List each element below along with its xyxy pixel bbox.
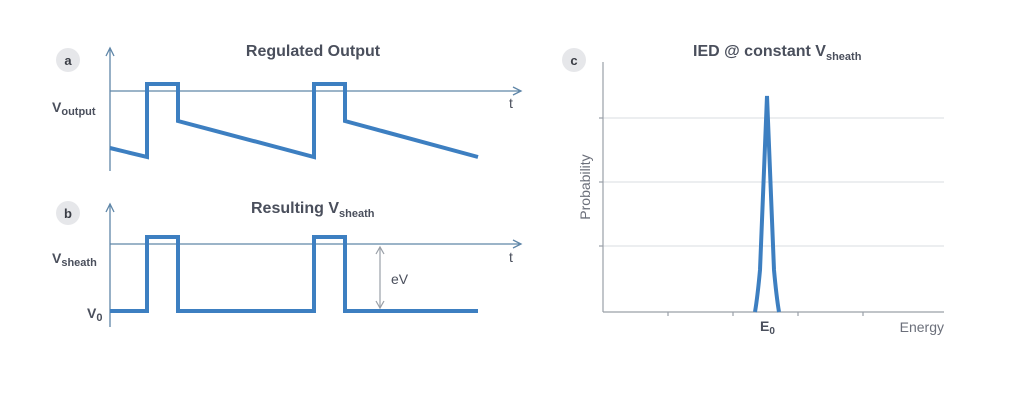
panel-c-y-label: Probability <box>577 154 593 219</box>
panel-a-y-axis-arrow <box>105 46 115 57</box>
panel-a-x-label: t <box>509 95 513 111</box>
panel-a: a Regulated Output t Voutput <box>52 43 523 171</box>
panel-c-energy-distribution-peak <box>753 95 781 313</box>
panel-b-ev-arrow-top <box>375 245 385 255</box>
panel-c-badge-label: c <box>570 53 577 68</box>
panel-b-y-axis-arrow <box>105 202 115 213</box>
panel-b-title-main: Resulting V <box>251 200 339 217</box>
panel-b-ev-arrow-bottom <box>375 300 385 310</box>
panel-a-badge-label: a <box>64 53 72 68</box>
panel-c-peak-label: E0 <box>760 318 775 337</box>
panel-b: b Resulting Vsheath t Vsheath V0 eV <box>52 200 523 327</box>
panel-b-title-sub: sheath <box>339 208 375 220</box>
panel-a-title: Regulated Output <box>246 43 381 60</box>
panel-c-x-label: Energy <box>900 319 944 335</box>
panel-b-badge <box>56 201 80 225</box>
panel-c-peak-label-sub: 0 <box>769 326 775 337</box>
panel-b-y-label-bottom: V0 <box>87 305 102 324</box>
panel-b-y-label-top-sub: sheath <box>61 257 97 269</box>
panel-b-sheath-voltage-waveform <box>110 235 478 313</box>
panel-b-y-label-top: Vsheath <box>52 250 97 269</box>
panel-c: c IED @ constant Vsheath Probability Ene… <box>562 43 944 337</box>
panel-c-title-main: IED @ constant V <box>693 43 826 60</box>
panel-b-badge-label: b <box>64 206 72 221</box>
panel-a-regulated-output-waveform <box>109 82 479 160</box>
panel-c-title-sub: sheath <box>826 51 862 63</box>
panel-a-badge <box>56 48 80 72</box>
panel-b-x-label: t <box>509 249 513 265</box>
panel-b-x-axis-arrow <box>512 239 523 249</box>
panel-a-y-label-sub: output <box>61 106 96 118</box>
panel-b-ev-label: eV <box>391 271 409 287</box>
panel-c-peak-label-main: E <box>760 318 769 334</box>
panel-a-y-label-main: V <box>52 99 62 115</box>
panel-c-title: IED @ constant Vsheath <box>693 43 862 63</box>
panel-b-title: Resulting Vsheath <box>251 200 375 220</box>
panel-b-y-label-top-main: V <box>52 250 62 266</box>
panel-b-y-label-bottom-sub: 0 <box>96 312 102 324</box>
panel-c-badge <box>562 48 586 72</box>
panel-a-y-label: Voutput <box>52 99 96 118</box>
panel-a-x-axis-arrow <box>512 86 523 96</box>
panel-b-y-label-bottom-main: V <box>87 305 97 321</box>
